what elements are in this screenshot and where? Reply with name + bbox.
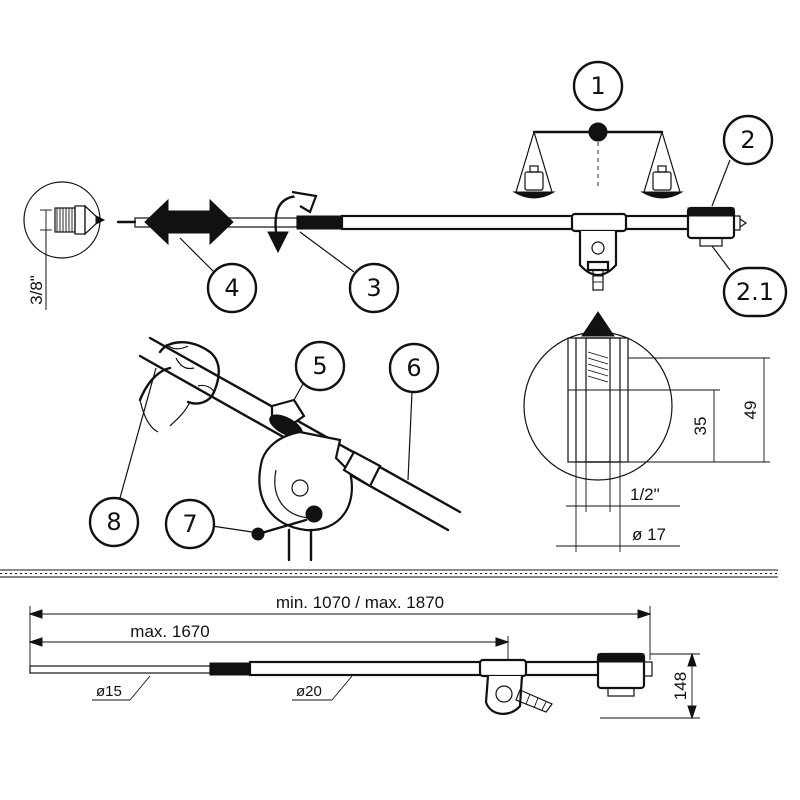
length-total-label: min. 1070 / max. 1870	[276, 593, 444, 612]
callout-3: 3	[299, 231, 400, 314]
clamp-lever	[251, 518, 308, 541]
svg-text:1: 1	[590, 72, 605, 100]
svg-text:6: 6	[406, 354, 421, 382]
callout-6: 6	[388, 342, 440, 481]
rotate-arrow-icon	[267, 190, 318, 254]
svg-text:3: 3	[366, 274, 381, 302]
height-148-label: 148	[671, 672, 690, 700]
depth-35-label: 35	[691, 417, 710, 436]
clamp-body	[258, 430, 382, 562]
locking-knob	[269, 398, 306, 438]
callout-2-1: 2.1	[711, 245, 788, 318]
thread-half-inch-label: 1/2"	[630, 485, 660, 504]
callout-8: 8	[88, 367, 157, 548]
svg-text:7: 7	[182, 510, 197, 538]
boom-clamp	[570, 212, 628, 291]
dia-17-label: ø 17	[632, 525, 666, 544]
separator-line	[0, 569, 778, 578]
callout-1: 1	[572, 60, 624, 112]
dia-20-label: ø20	[296, 683, 322, 700]
double-arrow-icon	[144, 198, 234, 246]
length-max-label: max. 1670	[130, 622, 209, 641]
depth-49-label: 49	[741, 401, 760, 420]
dia-15-label: ø15	[96, 683, 122, 700]
thread-detail-left: 3/8"	[23, 181, 106, 310]
balance-scale-icon	[512, 122, 684, 199]
hand-icon	[138, 341, 220, 433]
callout-2: 2	[711, 114, 774, 207]
top-boom-view: 3/8"	[23, 60, 788, 318]
socket-detail-view: 35 49 1/2" ø 17	[523, 311, 770, 552]
svg-text:2.1: 2.1	[736, 278, 774, 306]
svg-text:8: 8	[106, 508, 121, 536]
thread-inch-label: 3/8"	[27, 275, 46, 305]
callout-7: 7	[164, 498, 253, 550]
svg-text:5: 5	[312, 352, 327, 380]
callout-4: 4	[179, 237, 258, 314]
svg-text:2: 2	[740, 126, 755, 154]
callout-5: 5	[293, 340, 346, 401]
thread-hatch	[587, 351, 609, 383]
clamp-detail-view: 5 6 7 8	[88, 336, 462, 562]
svg-text:4: 4	[224, 274, 239, 302]
counterweight	[686, 206, 748, 247]
bottom-side-view: min. 1070 / max. 1870 max. 1670 148	[28, 593, 700, 720]
